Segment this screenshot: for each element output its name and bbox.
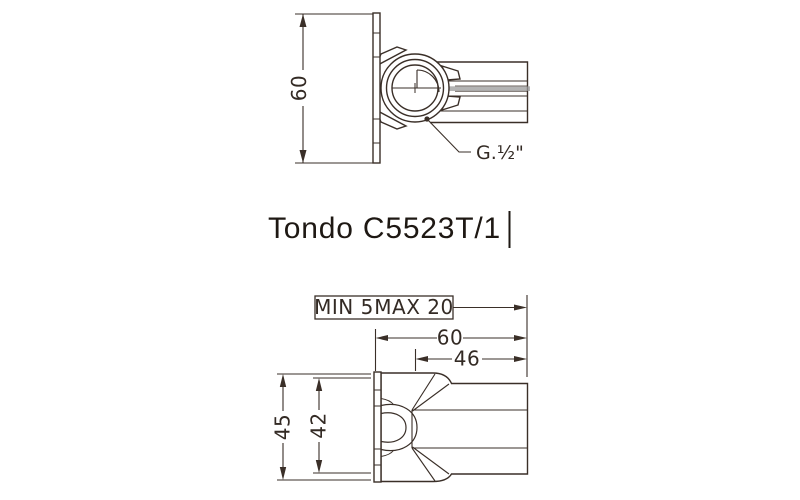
depth-max-label: MAX 20 [374,295,453,319]
thread-depth-dimension [414,349,527,371]
thread-callout [424,116,471,153]
cartridge-section-detail [392,69,441,93]
cartridge-dome [380,398,418,457]
valve-body [380,53,450,123]
outer-height-label: 45 [271,414,295,440]
leader-dot [424,116,430,122]
front-height-label: 60 [287,75,311,101]
product-title-block[interactable]: Tondo C5523T/1 [268,211,511,248]
section-view [277,295,529,483]
inner-height-dimension [313,377,371,474]
hex-taper-edges [411,373,450,482]
inner-height-label: 42 [307,412,331,438]
thread-depth-label: 46 [454,347,480,371]
section-wall-plate [373,371,382,483]
thread-size-label: G.½" [476,142,524,164]
text-caret [508,211,511,248]
front-view [295,12,530,164]
product-title[interactable]: Tondo C5523T/1 [268,212,501,245]
total-depth-dimension [374,329,527,371]
pipe-centerline-band [432,86,530,91]
front-height-dimension [295,13,373,164]
depth-min-label: MIN 5 [314,295,374,319]
dimension-labels: 60 G.½" MIN 5 MAX 20 60 46 45 42 [271,75,524,440]
total-depth-label: 60 [437,326,463,350]
wall-plate [372,12,381,164]
section-body [380,372,529,483]
depth-range-callout [314,295,527,320]
outer-height-dimension [277,373,371,481]
